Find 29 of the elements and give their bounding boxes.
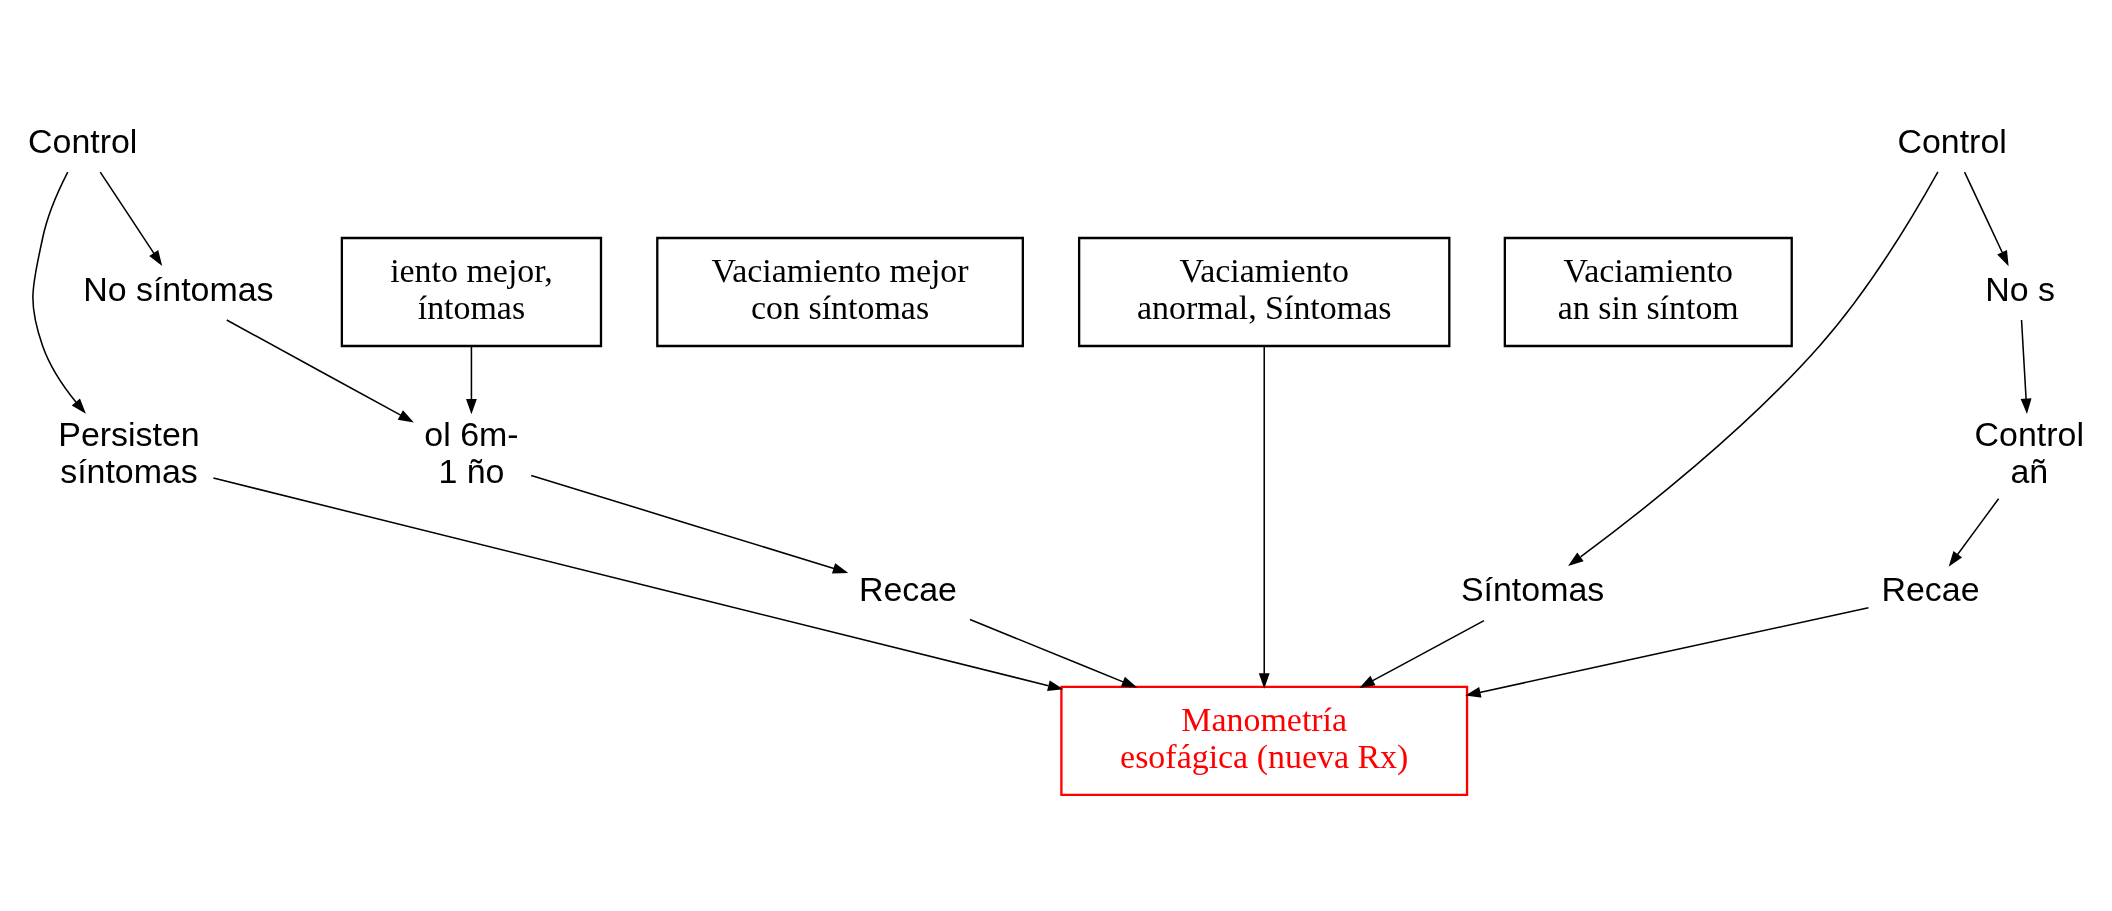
arrow [466,345,477,415]
node-text: ol 6m- 1 ño [424,414,519,490]
node-text: Recae [858,570,957,609]
node-text: No síntomas [83,269,274,308]
arrow [1568,171,1939,567]
arrow [32,171,86,414]
arrow [1258,345,1270,689]
node-box: Vaciamiento mejor con síntomas [656,236,1024,348]
arrow [99,171,163,266]
node-text: Persisten síntomas [58,414,200,490]
node-text: No s [1985,269,2055,308]
node-text: Control [28,121,138,160]
node-box: Vaciamiento an sin síntom [1503,236,1793,348]
node-text: Control [1897,121,2007,160]
arrow [1465,607,1870,698]
arrow [1963,171,2009,267]
arrow [1948,498,2000,567]
arrow [212,477,1064,691]
node-text: Control añ [1974,414,2084,490]
arrow [969,618,1138,688]
arrow [226,319,414,423]
node-box: Vaciamiento anormal, Síntomas [1078,236,1451,348]
node-text: Síntomas [1460,570,1605,609]
arrow [1359,619,1485,688]
node-text: Recae [1881,570,1980,609]
node-box: Manometría esofágica (nueva Rx) [1060,685,1469,796]
node-box: iento mejor, íntomas [340,236,603,348]
arrow [530,474,849,574]
arrow [2020,319,2032,415]
